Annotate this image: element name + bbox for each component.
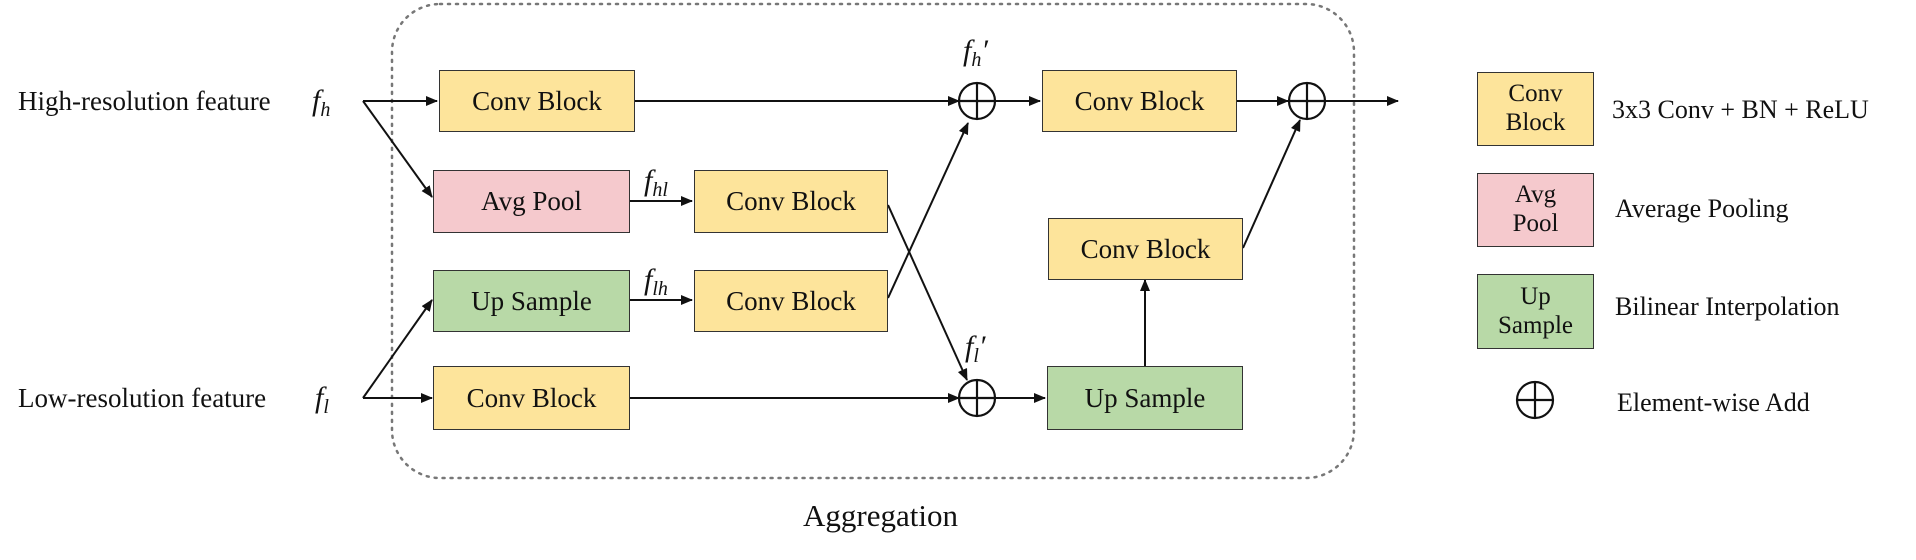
legend-add-icon — [1515, 380, 1555, 420]
arrow-high-to-avgpool — [362, 100, 433, 198]
f-l-prime-symbol: fl′ — [965, 330, 986, 367]
conv-block-low: Conv Block — [433, 366, 630, 430]
conv-block-hl: Conv Block — [694, 170, 888, 233]
sum-node-h — [957, 81, 997, 121]
f-h-symbol: fh — [312, 84, 331, 121]
legend-pool-desc: Average Pooling — [1615, 194, 1789, 223]
f-l-symbol: fl — [315, 381, 329, 418]
avg-pool-block: Avg Pool — [433, 170, 630, 233]
up-sample-block-right: Up Sample — [1047, 366, 1243, 430]
legend-up-swatch: Up Sample — [1477, 274, 1594, 349]
legend-up-desc: Bilinear Interpolation — [1615, 292, 1840, 321]
f-hl-symbol: fhl — [644, 164, 668, 201]
arrow-conv-to-final-sum — [1242, 119, 1301, 249]
sum-node-l — [957, 378, 997, 418]
f-lh-symbol: flh — [644, 263, 668, 300]
legend-conv-desc: 3x3 Conv + BN + ReLU — [1612, 95, 1869, 124]
conv-block-high: Conv Block — [439, 70, 635, 132]
arrow-conv-hl-to-sum-l — [887, 204, 968, 381]
arrow-conv-lh-to-sum-h — [887, 122, 969, 299]
up-sample-block-left: Up Sample — [433, 270, 630, 332]
sum-node-final — [1287, 81, 1327, 121]
conv-block-fused-low: Conv Block — [1048, 218, 1243, 280]
arrow-low-to-upsample — [362, 299, 433, 399]
low-resolution-label: Low-resolution feature — [18, 383, 267, 413]
conv-block-fused-high: Conv Block — [1042, 70, 1237, 132]
legend-add-desc: Element-wise Add — [1617, 388, 1810, 417]
aggregation-caption: Aggregation — [803, 498, 958, 533]
high-resolution-label: High-resolution feature — [18, 86, 271, 116]
conv-block-lh: Conv Block — [694, 270, 888, 332]
aggregation-region — [390, 2, 1356, 480]
legend-conv-swatch: Conv Block — [1477, 72, 1594, 146]
legend-pool-swatch: Avg Pool — [1477, 173, 1594, 247]
f-h-prime-symbol: fh′ — [963, 34, 988, 71]
